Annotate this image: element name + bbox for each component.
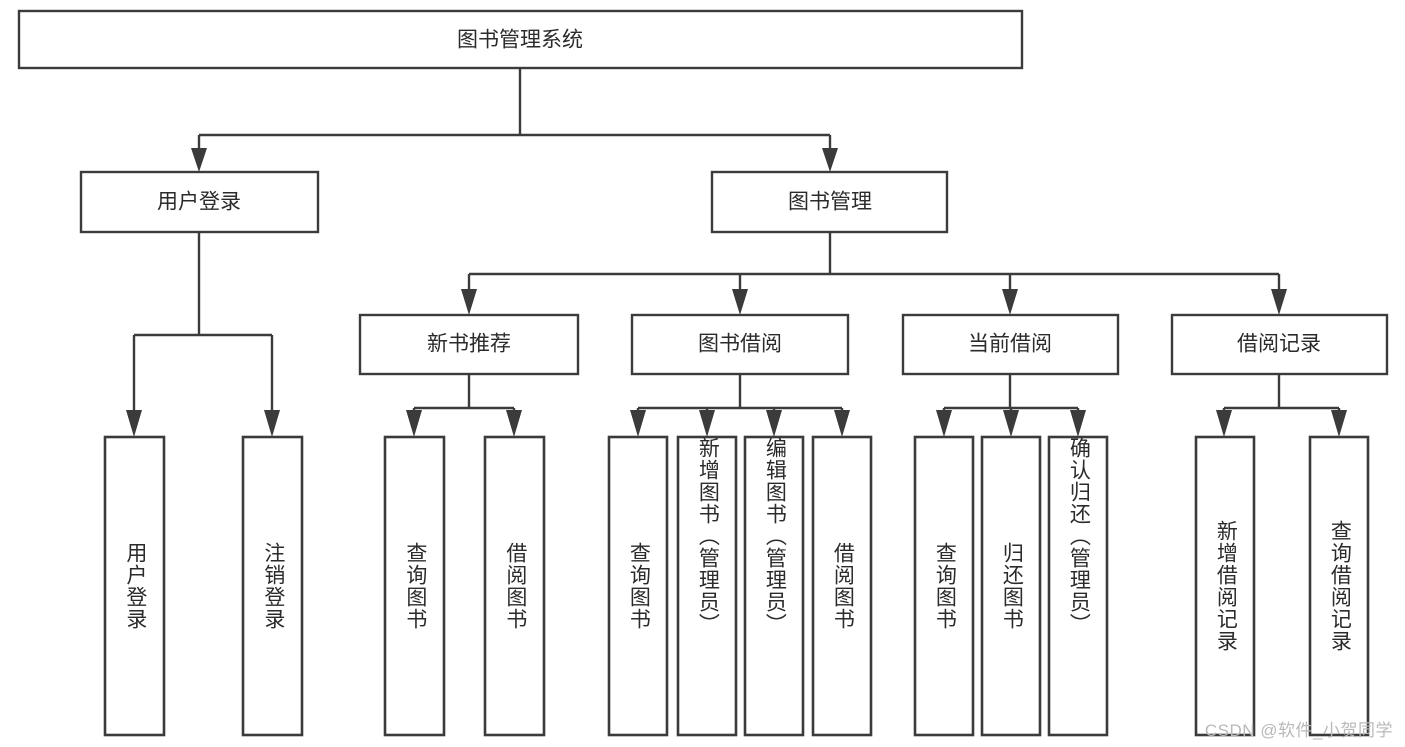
node-current-borrow-label: 当前借阅 — [968, 333, 1052, 356]
arrow-head-new-book-leaf-2 — [506, 410, 522, 437]
node-book-borrow-box — [630, 313, 850, 376]
arrow-head-current-borrow-leaf-1 — [936, 410, 952, 437]
arrow-head-to-book-borrow — [732, 289, 748, 315]
node-book-management-box — [710, 170, 949, 234]
node-new-book-recommend[interactable]: 新书推荐 — [358, 313, 580, 376]
arrow-head-book-borrow-leaf-4 — [834, 410, 850, 437]
leaf-box-borrow-record-2[interactable] — [1308, 435, 1370, 737]
node-borrow-record-box — [1170, 313, 1389, 376]
node-root[interactable]: 图书管理系统 — [17, 9, 1024, 70]
node-user-login-label: 用户登录 — [157, 191, 241, 214]
arrow-head-book-borrow-leaf-2 — [699, 410, 715, 437]
leaf-box-current-borrow-1[interactable] — [913, 435, 975, 737]
node-current-borrow-box — [901, 313, 1120, 376]
leaf-box-book-borrow-1[interactable] — [607, 435, 669, 737]
node-borrow-record[interactable]: 借阅记录 — [1170, 313, 1389, 376]
leaf-box-current-borrow-2[interactable] — [980, 435, 1042, 737]
leaf-box-borrow-record-1[interactable] — [1194, 435, 1256, 737]
node-root-box — [17, 9, 1024, 70]
arrow-head-user-login-leaf-1 — [126, 410, 142, 437]
leaf-box-new-book-2[interactable] — [483, 435, 546, 737]
arrow-head-borrow-record-leaf-2 — [1331, 410, 1347, 437]
arrow-head-user-login-leaf-2 — [264, 410, 280, 437]
arrow-head-to-user-login — [191, 148, 207, 172]
leaf-box-book-borrow-4[interactable] — [811, 435, 873, 737]
arrow-head-book-borrow-leaf-3 — [766, 410, 782, 437]
node-user-login[interactable]: 用户登录 — [79, 170, 320, 234]
leaf-box-current-borrow-3[interactable] — [1047, 435, 1109, 737]
node-book-borrow[interactable]: 图书借阅 — [630, 313, 850, 376]
node-root-label: 图书管理系统 — [457, 29, 583, 52]
node-book-management-label: 图书管理 — [788, 191, 872, 214]
leaf-box-new-book-1[interactable] — [383, 435, 446, 737]
arrow-head-to-current-borrow — [1002, 289, 1018, 315]
arrow-head-to-new-book — [461, 289, 477, 315]
node-new-book-recommend-label: 新书推荐 — [427, 333, 511, 356]
node-new-book-recommend-box — [358, 313, 580, 376]
arrow-head-borrow-record-leaf-1 — [1216, 410, 1232, 437]
arrow-head-new-book-leaf-1 — [406, 410, 422, 437]
leaf-box-book-borrow-3[interactable] — [743, 435, 805, 737]
node-borrow-record-label: 借阅记录 — [1237, 333, 1321, 356]
leaf-box-user-login-2[interactable] — [241, 435, 304, 737]
leaf-box-user-login-1[interactable] — [103, 435, 166, 737]
node-current-borrow[interactable]: 当前借阅 — [901, 313, 1120, 376]
node-book-borrow-label: 图书借阅 — [698, 333, 782, 356]
leaf-box-book-borrow-2[interactable] — [676, 435, 738, 737]
arrow-head-current-borrow-leaf-2 — [1003, 410, 1019, 437]
arrow-head-to-book-mgmt — [822, 148, 838, 172]
arrow-head-current-borrow-leaf-3 — [1070, 410, 1086, 437]
node-book-management[interactable]: 图书管理 — [710, 170, 949, 234]
arrow-head-to-borrow-record — [1271, 289, 1287, 315]
arrow-head-book-borrow-leaf-1 — [630, 410, 646, 437]
